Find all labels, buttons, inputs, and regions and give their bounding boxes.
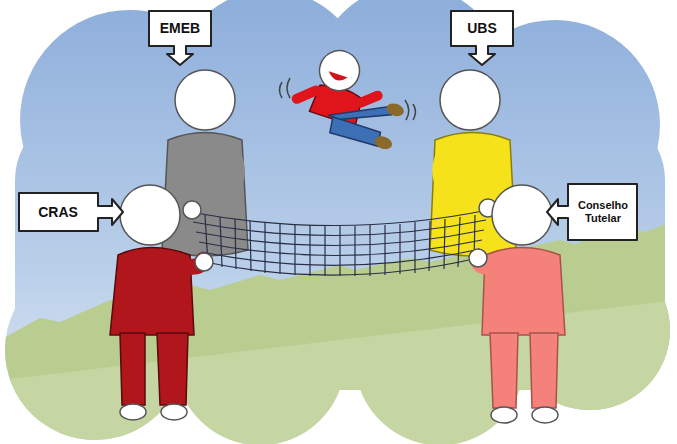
safety-net	[190, 210, 488, 276]
grass	[0, 220, 677, 444]
callout-box: Conselho Tutelar	[546, 183, 638, 241]
person-red	[110, 185, 213, 420]
callout-label: CRAS	[22, 192, 94, 232]
callout-outline	[451, 11, 513, 65]
callout-label: Conselho Tutelar	[572, 183, 634, 241]
callout-shape	[148, 10, 212, 66]
callout-box: CRAS	[18, 192, 124, 232]
callout-box: EMEB	[148, 10, 212, 66]
motion-lines	[280, 78, 416, 120]
callout-outline	[149, 11, 211, 65]
callout-label: UBS	[454, 10, 510, 46]
callout-shape	[450, 10, 514, 66]
callout-outline	[19, 193, 123, 231]
person-pink	[469, 185, 565, 423]
callout-outline	[547, 184, 637, 240]
callout-box: UBS	[450, 10, 514, 66]
falling-child	[290, 42, 416, 153]
callout-label: EMEB	[152, 10, 208, 46]
